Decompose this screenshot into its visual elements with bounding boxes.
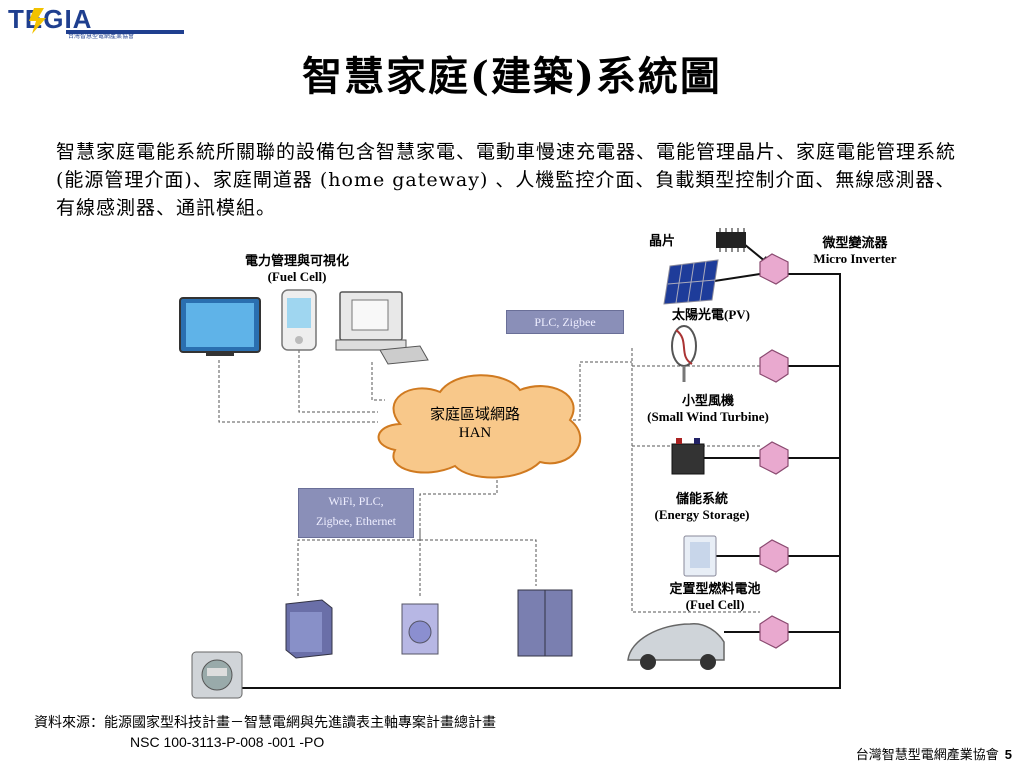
storage-label: 儲能系統 (Energy Storage)	[654, 491, 750, 522]
battery-icon	[671, 438, 705, 475]
han-cloud-label: 家庭區域網路 HAN	[429, 407, 520, 441]
inverter-icon	[759, 253, 789, 285]
fuel-cell-label: 定置型燃料電池 (Fuel Cell)	[669, 581, 761, 612]
power-mgmt-label: 電力管理與可視化 (Fuel Cell)	[244, 253, 349, 284]
inverter-icon	[759, 349, 789, 383]
wind-turbine-icon	[671, 325, 697, 382]
electric-car-icon	[627, 623, 725, 670]
pda-icon	[281, 289, 317, 351]
wind-label: 小型風機 (Small Wind Turbine)	[647, 393, 769, 424]
washing-machine-icon	[401, 603, 439, 655]
micro-inverters	[759, 253, 789, 649]
intro-paragraph: 智慧家庭電能系統所關聯的設備包含智慧家電、電動車慢速充電器、電能管理晶片、家庭電…	[56, 141, 957, 219]
logo-subtitle: 台灣智慧型電網產業協會	[68, 32, 134, 40]
comm-lines	[218, 348, 760, 613]
fuel-cell-icon	[683, 535, 717, 577]
page-number: 5	[1004, 747, 1012, 762]
wifi-tag: WiFi, PLC, Zigbee, Ethernet	[298, 488, 414, 538]
tegia-logo: TEGIA 台灣智慧型電網產業協會	[8, 4, 184, 40]
refrigerator-icon	[517, 589, 573, 657]
chip-arrow	[743, 243, 767, 263]
lightning-icon	[29, 8, 46, 34]
pv-label: 太陽光電(PV)	[672, 307, 750, 322]
han-cloud-icon	[377, 374, 582, 479]
solar-panel-icon	[663, 259, 719, 305]
inverter-icon	[759, 441, 789, 475]
chip-icon	[716, 228, 746, 252]
logo-letters: TEGIA	[8, 4, 92, 34]
smart-meter-icon	[191, 651, 243, 699]
inverter-icon	[759, 615, 789, 649]
tv-icon	[179, 297, 261, 356]
footer: 台灣智慧型電網產業協會 5	[856, 744, 1012, 763]
dishwasher-icon	[285, 599, 333, 659]
computer-icon	[335, 291, 429, 365]
power-lines	[200, 273, 841, 689]
chip-label: 晶片	[648, 233, 675, 248]
inverter-icon	[759, 539, 789, 573]
micro-inverter-label: 微型變流器 Micro Inverter	[813, 235, 897, 266]
footer-org: 台灣智慧型電網產業協會	[855, 747, 999, 762]
slide-title: 智慧家庭(建築)系統圖	[302, 53, 722, 100]
plc-zigbee-tag: PLC, Zigbee	[506, 310, 624, 334]
source-note: 資料來源：能源國家型科技計畫－智慧電網與先進讀表主軸專案計畫總計畫 NSC 10…	[34, 714, 496, 750]
